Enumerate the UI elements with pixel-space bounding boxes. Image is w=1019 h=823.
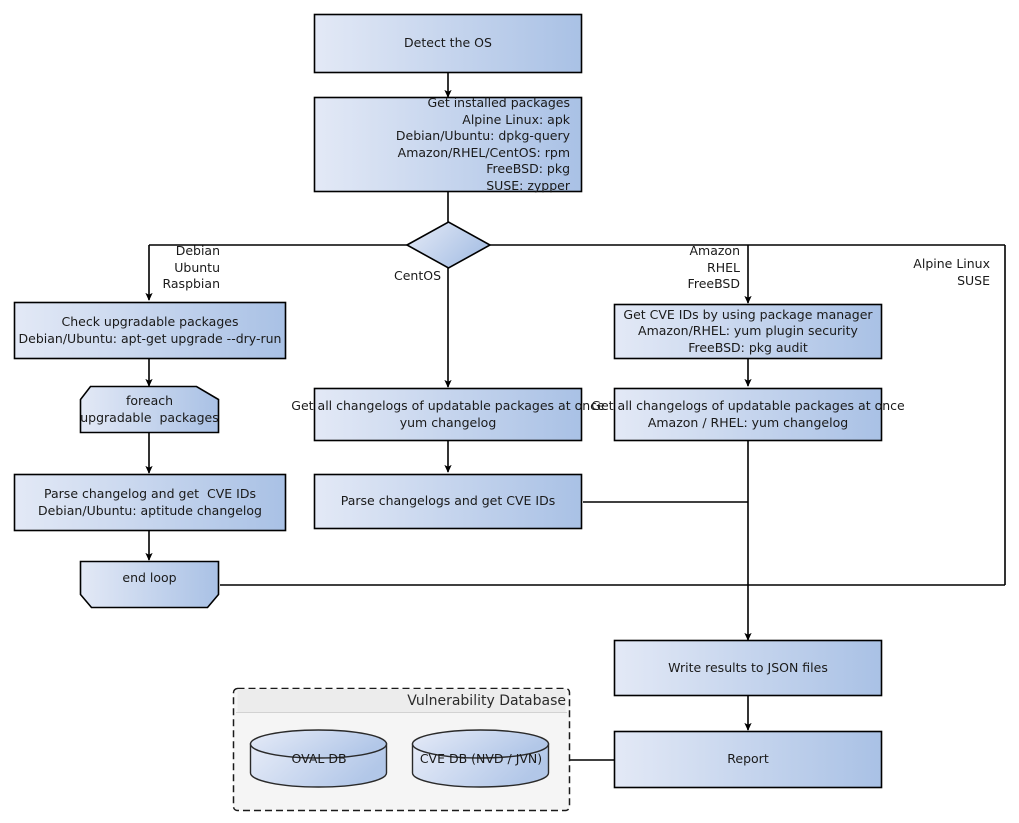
node-get-cve-ids-pkgmgr-label: Get CVE IDs by using package manager Ama… [623, 306, 873, 355]
node-parse-changelogs-centos-label: Parse changelogs and get CVE IDs [340, 493, 556, 509]
node-detect-os-label: Detect the OS [404, 35, 492, 51]
edge-label-amazon-branch: Amazon RHEL FreeBSD [687, 243, 740, 291]
edge-label-debian-branch: Debian Ubuntu Raspbian [162, 243, 220, 291]
node-get-installed-packages-label: Get installed packages Alpine Linux: apk… [395, 95, 570, 193]
node-os-decision-shape[interactable] [405, 221, 492, 269]
node-report-label: Report [727, 751, 769, 767]
node-foreach-loop-label: foreach upgradable packages [80, 393, 219, 425]
vulnerability-database-title: Vulnerability Database [407, 692, 566, 709]
oval-db-label: OVAL DB [291, 750, 347, 766]
node-parse-changelog-deb-label: Parse changelog and get CVE IDs Debian/U… [38, 486, 262, 518]
node-end-loop-label: end loop [122, 570, 177, 586]
cve-db-label: CVE DB (NVD / JVN) [419, 750, 543, 766]
edge-label-alpine-branch: Alpine Linux SUSE [913, 256, 990, 288]
node-changelogs-centos-label: Get all changelogs of updatable packages… [291, 398, 605, 430]
node-check-upgradable-label: Check upgradable packages Debian/Ubuntu:… [18, 314, 282, 346]
edge-label-centos-branch: CentOS [393, 268, 441, 283]
node-write-json-label: Write results to JSON files [668, 659, 828, 675]
node-changelogs-rhel-label: Get all changelogs of updatable packages… [591, 398, 905, 430]
